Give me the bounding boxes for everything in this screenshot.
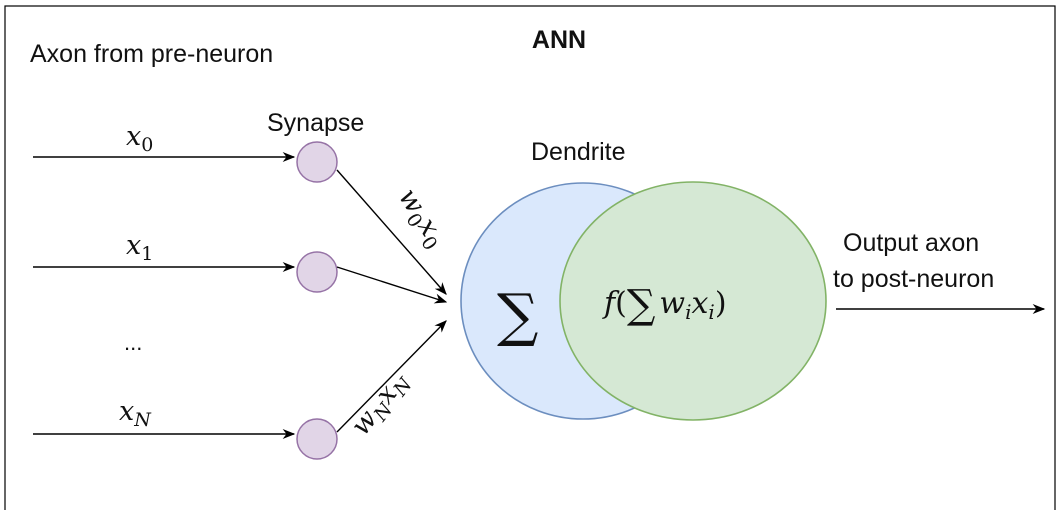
axon-from-pre-label: Axon from pre-neuron (30, 40, 273, 68)
output-axon-label: Output axon (843, 229, 979, 257)
activation-ellipse (559, 181, 827, 421)
synapse-label: Synapse (267, 109, 364, 137)
ellipsis-label: ... (124, 330, 142, 355)
activation-function-label: f(∑wixi) (602, 282, 727, 328)
input-label-xN: xN (119, 396, 152, 431)
post-neuron-label: to post-neuron (833, 265, 994, 293)
input-label-x0: x0 (126, 121, 153, 156)
synapse-node-N (296, 418, 338, 460)
weight-arrow-N (336, 320, 447, 433)
synapse-node-1 (296, 251, 338, 293)
synapse-node-0 (296, 141, 338, 183)
diagram-title: ANN (532, 26, 586, 54)
weight-arrow-1 (336, 266, 448, 304)
weight-arrow-0 (336, 169, 447, 295)
input-label-x1: x1 (126, 230, 153, 265)
summation-symbol: ∑ (497, 281, 538, 349)
dendrite-label: Dendrite (531, 138, 626, 166)
